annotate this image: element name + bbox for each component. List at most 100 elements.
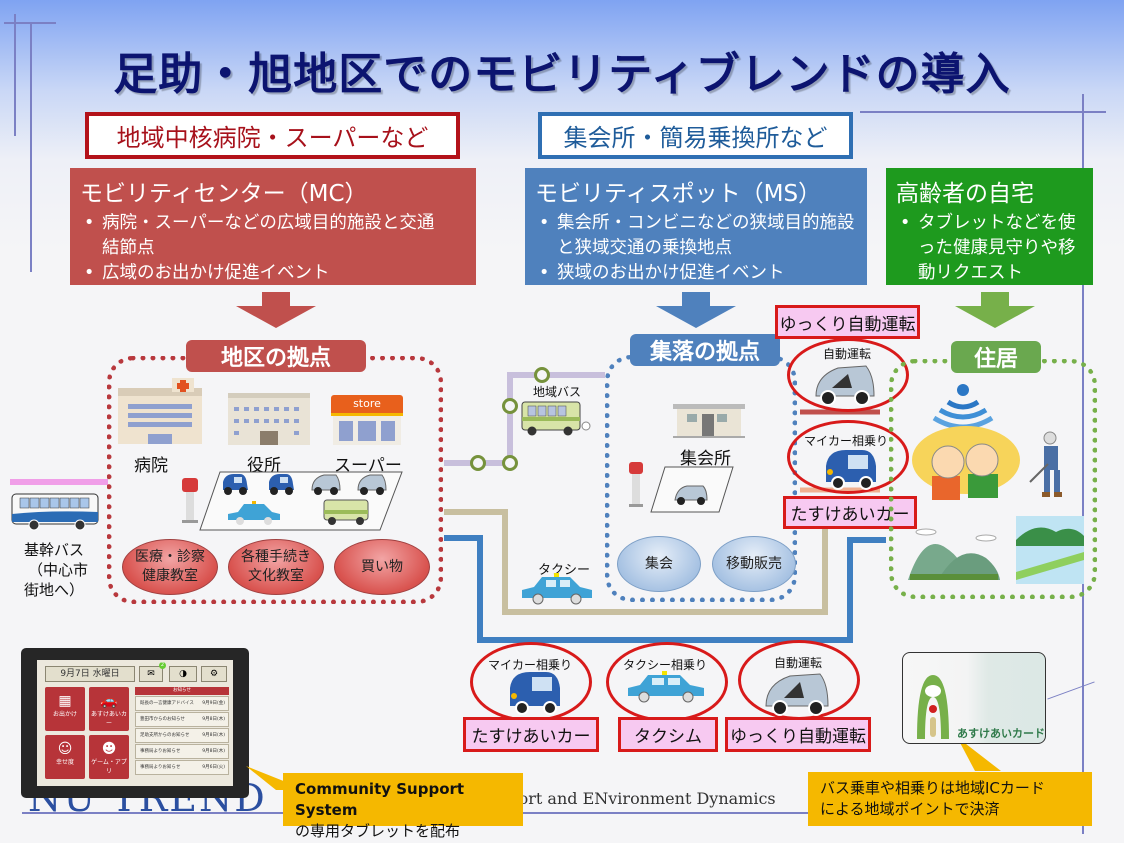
bus-stop-marker xyxy=(470,455,486,471)
bus-stop-marker xyxy=(534,367,550,383)
activity-line: 文化教室 xyxy=(248,568,304,584)
notice-row[interactable]: 既長の一言健康アドバイス 9月9日(金) xyxy=(135,696,229,711)
decor-line xyxy=(860,111,1106,113)
district-hub-label: 地区の拠点 xyxy=(186,340,366,372)
mobility-center-heading: モビリティセンター（MC） xyxy=(80,181,368,207)
notice-row[interactable]: 足助支所からのお知らせ 9月8日(木) xyxy=(135,728,229,743)
mail-icon: ✉ xyxy=(147,669,155,679)
meeting-hall-label: 集会所 xyxy=(680,449,731,469)
mobility-spot-bullet: 狭域のお出かけ促進イベント xyxy=(535,261,857,286)
tablet-tile-outing[interactable]: ▦お出かけ xyxy=(45,687,85,731)
city-hall-label: 役所 xyxy=(247,456,281,476)
tile-label: 幸せ度 xyxy=(55,759,74,766)
notice-date: 9月6日(火) xyxy=(202,765,225,770)
elderly-couple-icon xyxy=(912,426,1020,500)
brain-icon: ☻ xyxy=(101,741,117,757)
community-bus-icon xyxy=(323,499,369,525)
toggle-button[interactable]: ◑ xyxy=(169,666,197,682)
callout-line: による地域ポイントで決済 xyxy=(820,800,1000,818)
smile-icon: ☺ xyxy=(57,741,73,757)
trunk-bus-line: 街地へ） xyxy=(24,581,85,599)
service-label: ゆっくり自動運転 xyxy=(775,305,920,339)
decor-line xyxy=(22,812,1082,814)
tablet-date: 9月7日 水曜日 xyxy=(45,666,135,682)
gear-icon: ⚙ xyxy=(209,669,219,679)
activity-line: 健康教室 xyxy=(142,568,198,584)
tablet-device: 9月7日 水曜日 ✉ 2 ◑ ⚙ ▦お出かけ 🚗 あすけあいカー ☺ 幸せ度 ☻ ゲー… xyxy=(21,648,249,798)
rice-field-icon xyxy=(1016,516,1084,584)
tablet-screen: 9月7日 水曜日 ✉ 2 ◑ ⚙ ▦お出かけ 🚗 あすけあいカー ☺ 幸せ度 ☻ ゲー… xyxy=(37,660,233,786)
arrow-down-icon xyxy=(656,292,736,328)
notice-text: 足助支所からのお知らせ xyxy=(140,733,190,738)
car-icon xyxy=(269,474,294,495)
car-icon: 🚗 xyxy=(100,693,118,709)
bus-stop-marker xyxy=(502,455,518,471)
activity-mobile-sales: 移動販売 xyxy=(712,536,796,592)
notice-text: 既長の一言健康アドバイス xyxy=(140,701,194,706)
autonomous-car-icon xyxy=(311,474,341,495)
arrow-down-icon xyxy=(955,292,1035,328)
page-title: 足助・旭地区でのモビリティブレンドの導入 xyxy=(113,49,1011,100)
parking-area xyxy=(629,462,734,513)
notice-text: 事務局よりお知らせ xyxy=(140,765,181,770)
trunk-bus-icon xyxy=(11,493,99,531)
notice-row[interactable]: 事務局よりお知らせ 9月6日(火) xyxy=(135,760,229,775)
tablet-tile-happiness[interactable]: ☺ 幸せ度 xyxy=(45,735,85,779)
meeting-hall-icon xyxy=(673,404,745,438)
notices-header: お知らせ xyxy=(135,687,229,695)
arrow-down-icon xyxy=(236,292,316,328)
community-bus-label: 地域バス xyxy=(533,385,582,399)
supermarket-label: スーパー xyxy=(334,456,402,476)
activity-medical: 医療・診察健康教室 xyxy=(122,539,218,595)
service-caption: マイカー相乗り xyxy=(488,658,573,672)
hospital-icon xyxy=(118,378,202,444)
mail-badge: 2 xyxy=(159,662,166,669)
farmer-icon xyxy=(1029,431,1062,497)
taxi-icon xyxy=(228,501,280,525)
city-hall-icon xyxy=(228,393,310,445)
callout-pointer xyxy=(246,766,286,790)
tablet-tile-games[interactable]: ☻ ゲーム・アプリ xyxy=(89,735,129,779)
mobility-spot-box: モビリティスポット（MS） 集会所・コンビニなどの狭域目的施設と狭域交通の乗換地… xyxy=(525,168,867,286)
activity-line: 医療・診察 xyxy=(135,549,205,565)
regional-facility-label: 地域中核病院・スーパーなど xyxy=(85,112,460,159)
mountains-icon xyxy=(908,528,1000,580)
callout-pointer xyxy=(957,737,1001,771)
tile-label: ゲーム・アプリ xyxy=(91,759,127,775)
trunk-bus-line: （中心市 xyxy=(28,561,89,579)
autonomous-car-icon xyxy=(815,365,875,406)
elderly-home-heading: 高齢者の自宅 xyxy=(896,181,1034,207)
residence-label: 住居 xyxy=(951,341,1041,373)
service-caption: タクシー相乗り xyxy=(623,658,708,672)
village-hub-label: 集落の拠点 xyxy=(630,334,780,366)
notice-date: 9月9日(金) xyxy=(202,701,225,706)
trunk-bus-line: 基幹バス xyxy=(24,541,85,559)
car-icon xyxy=(223,474,248,495)
car-icon xyxy=(510,672,560,715)
taxi-label: タクシー xyxy=(538,563,591,578)
mail-button[interactable]: ✉ xyxy=(139,666,163,682)
decor-line xyxy=(14,14,16,136)
tile-label: あすけあいカー xyxy=(90,711,127,727)
activity-line: 各種手続き xyxy=(241,549,311,565)
activity-line: 買い物 xyxy=(361,558,403,575)
toggle-icon: ◑ xyxy=(179,669,187,679)
settings-button[interactable]: ⚙ xyxy=(201,666,227,682)
service-ring xyxy=(787,420,909,494)
service-label: たすけあいカー xyxy=(783,496,917,529)
notice-date: 9月8日(木) xyxy=(202,749,225,754)
service-caption: 自動運転 xyxy=(823,347,872,361)
notice-text: 豊田市からのお知らせ xyxy=(140,717,185,722)
notice-date: 9月8日(木) xyxy=(202,733,225,738)
decor-line xyxy=(1082,94,1084,834)
notice-row[interactable]: 豊田市からのお知らせ 9月8日(木) xyxy=(135,712,229,727)
notice-row[interactable]: 事務局よりお知らせ 9月8日(木) xyxy=(135,744,229,759)
car-icon xyxy=(826,450,876,490)
community-bus-icon xyxy=(521,401,591,436)
tablet-tile-carshare[interactable]: 🚗 あすけあいカー xyxy=(89,687,129,731)
service-caption: マイカー相乗り xyxy=(804,434,889,448)
service-label: ゆっくり自動運転 xyxy=(725,717,871,752)
tile-label: お出かけ xyxy=(52,711,77,718)
store-sign: store xyxy=(331,395,403,413)
mobility-center-bullet: 広域のお出かけ促進イベント xyxy=(80,261,466,286)
